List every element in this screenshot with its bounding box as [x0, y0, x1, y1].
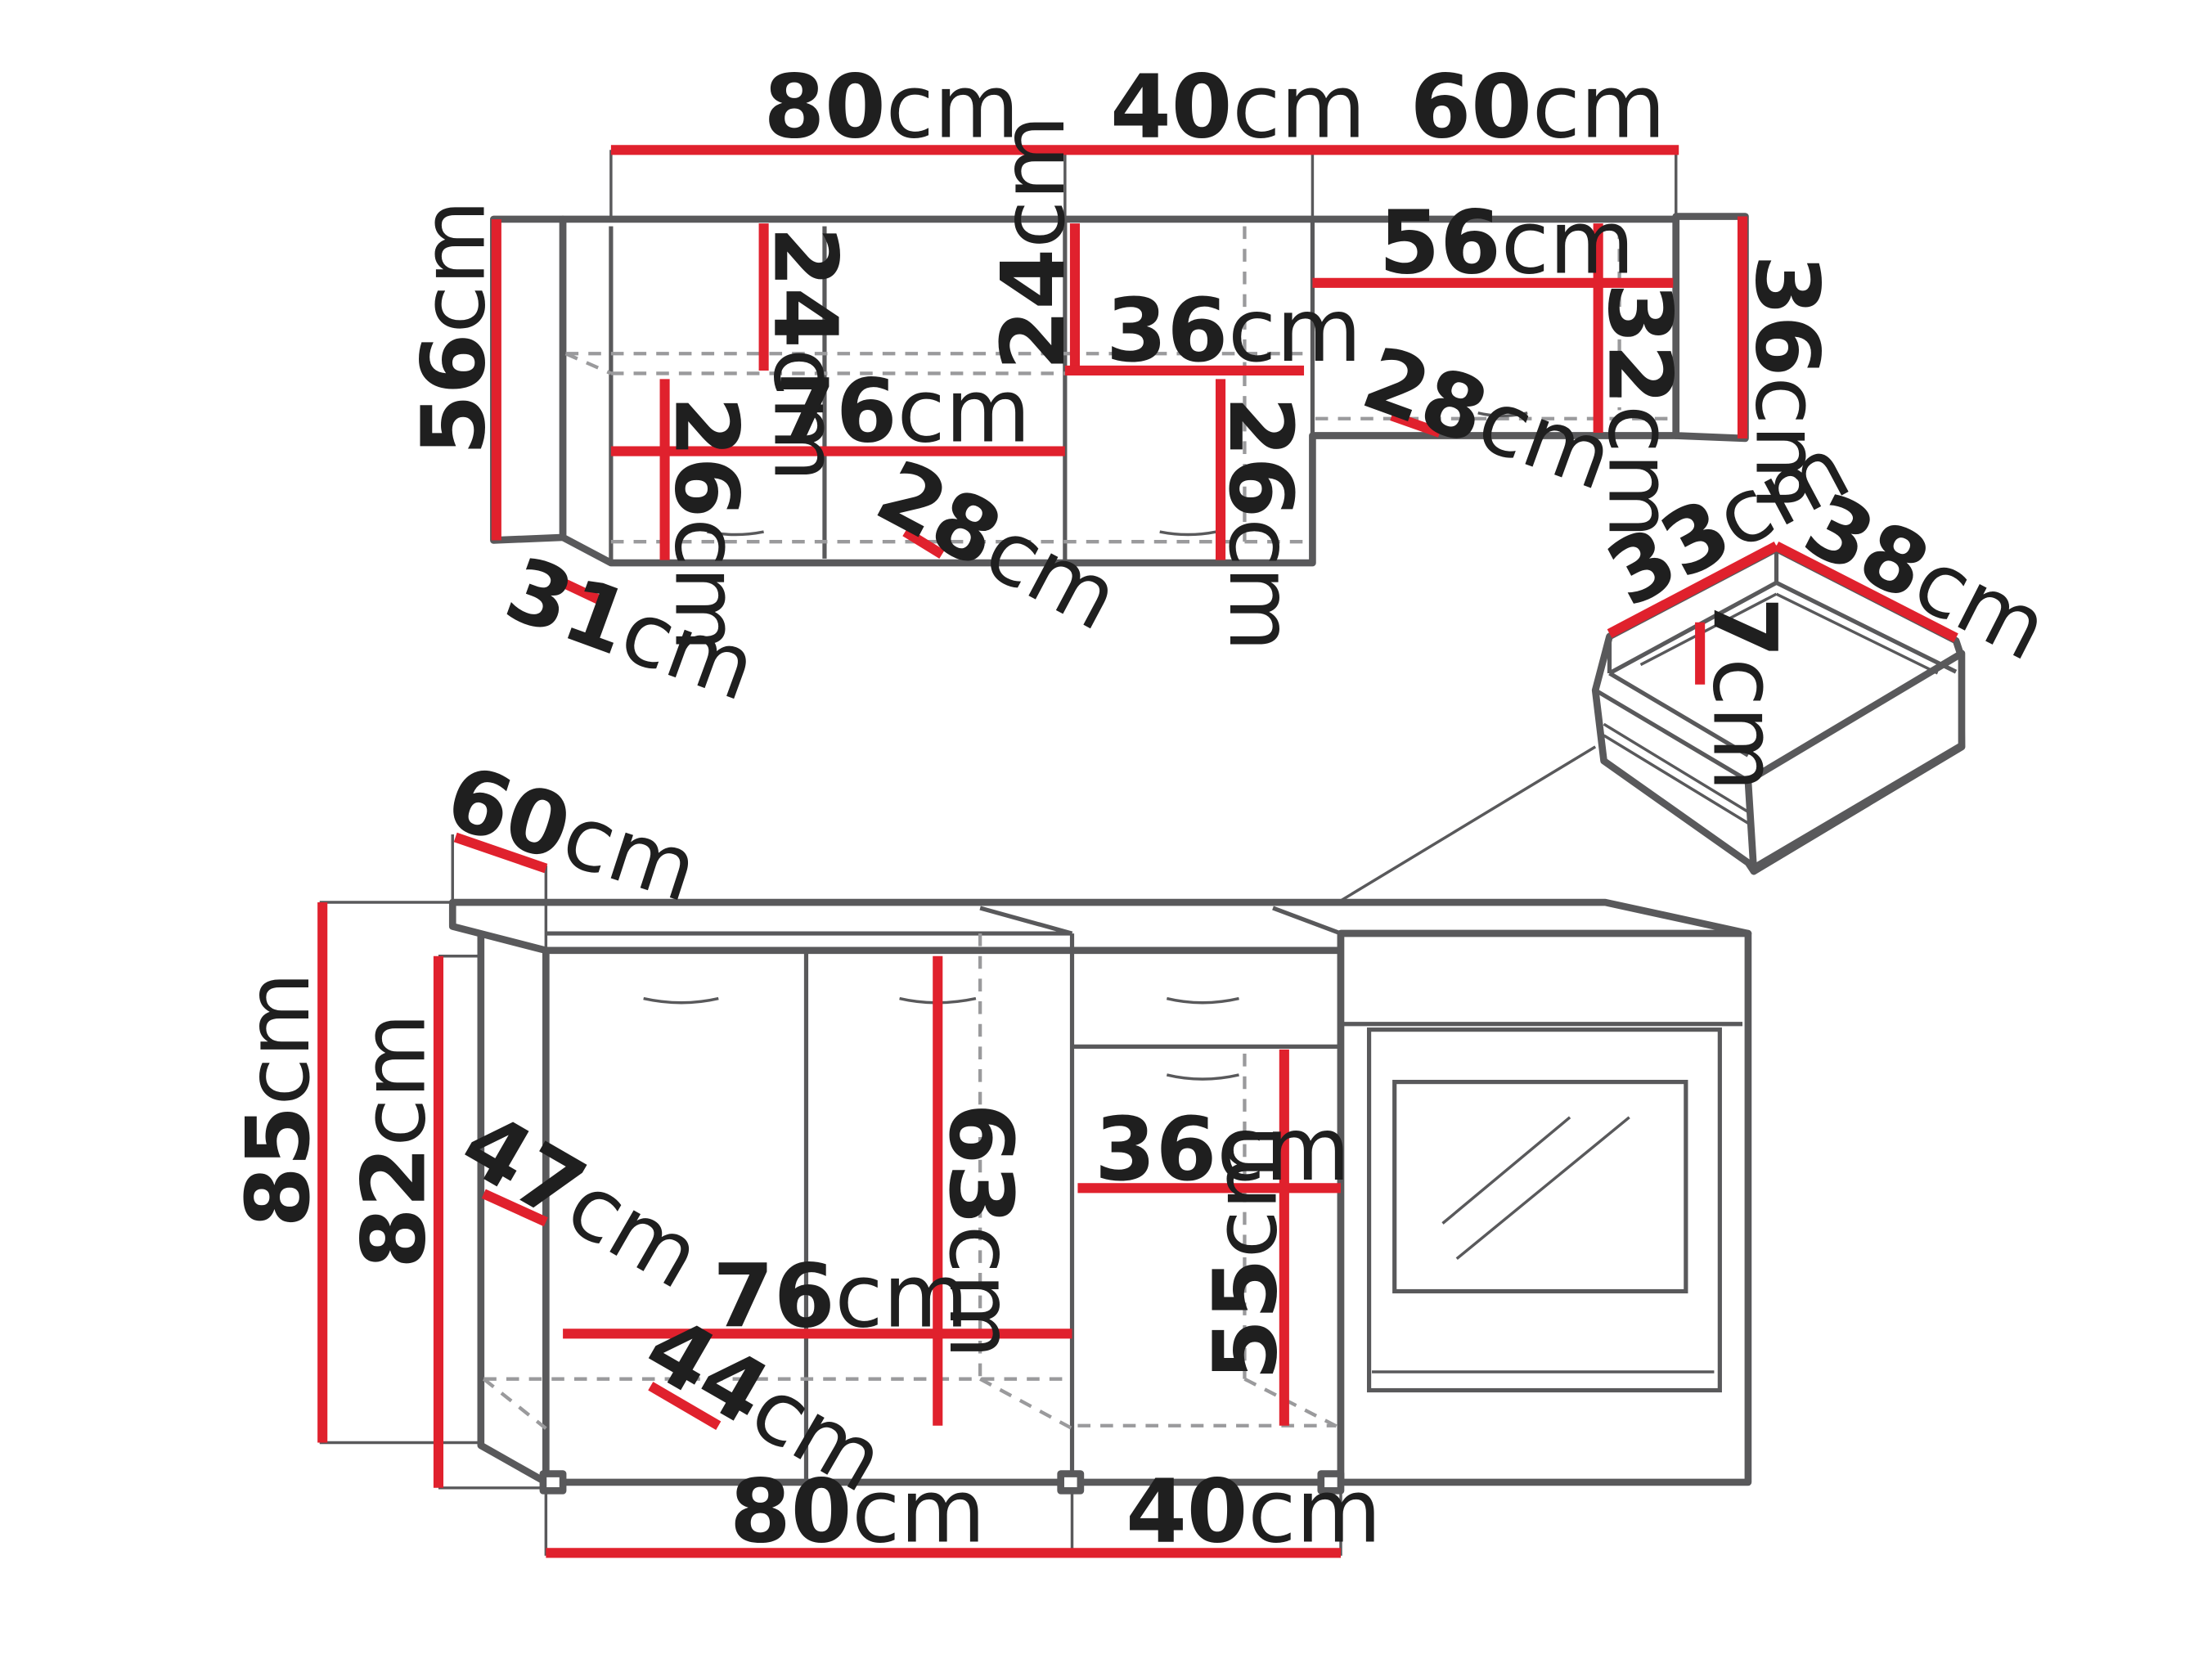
label-upper-60-interior-width-56: 56cm	[1379, 193, 1635, 294]
label-upper-80-interior-height-26: 26cm	[654, 396, 756, 652]
label-base-height-85: 85cm	[228, 972, 330, 1228]
label-upper-40-interior-height-24: 24cm	[983, 115, 1085, 371]
base-dimension-lines	[317, 832, 1341, 1558]
dimension-labels: 80cm 40cm 60cm 56cm 31cm 24cm 24cm 36cm	[228, 57, 2063, 1563]
drawer-front	[1744, 650, 1966, 875]
label-bottom-width-80: 80cm	[730, 1462, 986, 1563]
label-upper-60-height-36: 36cm	[1735, 254, 1837, 510]
upper-right-side-panel	[1672, 213, 1749, 443]
label-upper-height-56: 56cm	[403, 200, 505, 456]
base-cabinets	[319, 834, 1752, 1556]
label-top-width-40: 40cm	[1110, 57, 1366, 159]
label-top-width-80: 80cm	[764, 57, 1020, 159]
label-base-80-interior-width-76: 76cm	[713, 1247, 969, 1348]
label-base-40-interior-width-36: 36cm	[1095, 1099, 1351, 1201]
label-base-40-interior-height-55: 55cm	[1195, 1125, 1297, 1381]
drawer-dimension-lines	[1607, 541, 1958, 685]
label-top-width-60: 60cm	[1410, 57, 1666, 159]
label-base-depth-60: 60cm	[434, 747, 709, 923]
upper-dimension-lines	[491, 145, 1748, 610]
stove-body	[1337, 929, 1752, 1486]
label-upper-60-interior-height-32: 32cm	[1588, 283, 1689, 539]
label-upper-40-interior-height-26: 26cm	[1209, 396, 1311, 652]
label-upper-80-interior-width-76: 76cm	[775, 361, 1031, 462]
label-drawer-height-7: 7cm	[1693, 597, 1794, 792]
label-base-height-82: 82cm	[344, 1013, 446, 1269]
base-carcass	[542, 946, 1345, 1486]
label-base-80-interior-height-63: 63cm	[929, 1104, 1031, 1360]
label-bottom-width-40: 40cm	[1126, 1462, 1382, 1563]
label-upper-80-interior-height-24: 24cm	[753, 227, 855, 483]
label-upper-40-interior-width-36: 36cm	[1106, 281, 1362, 382]
